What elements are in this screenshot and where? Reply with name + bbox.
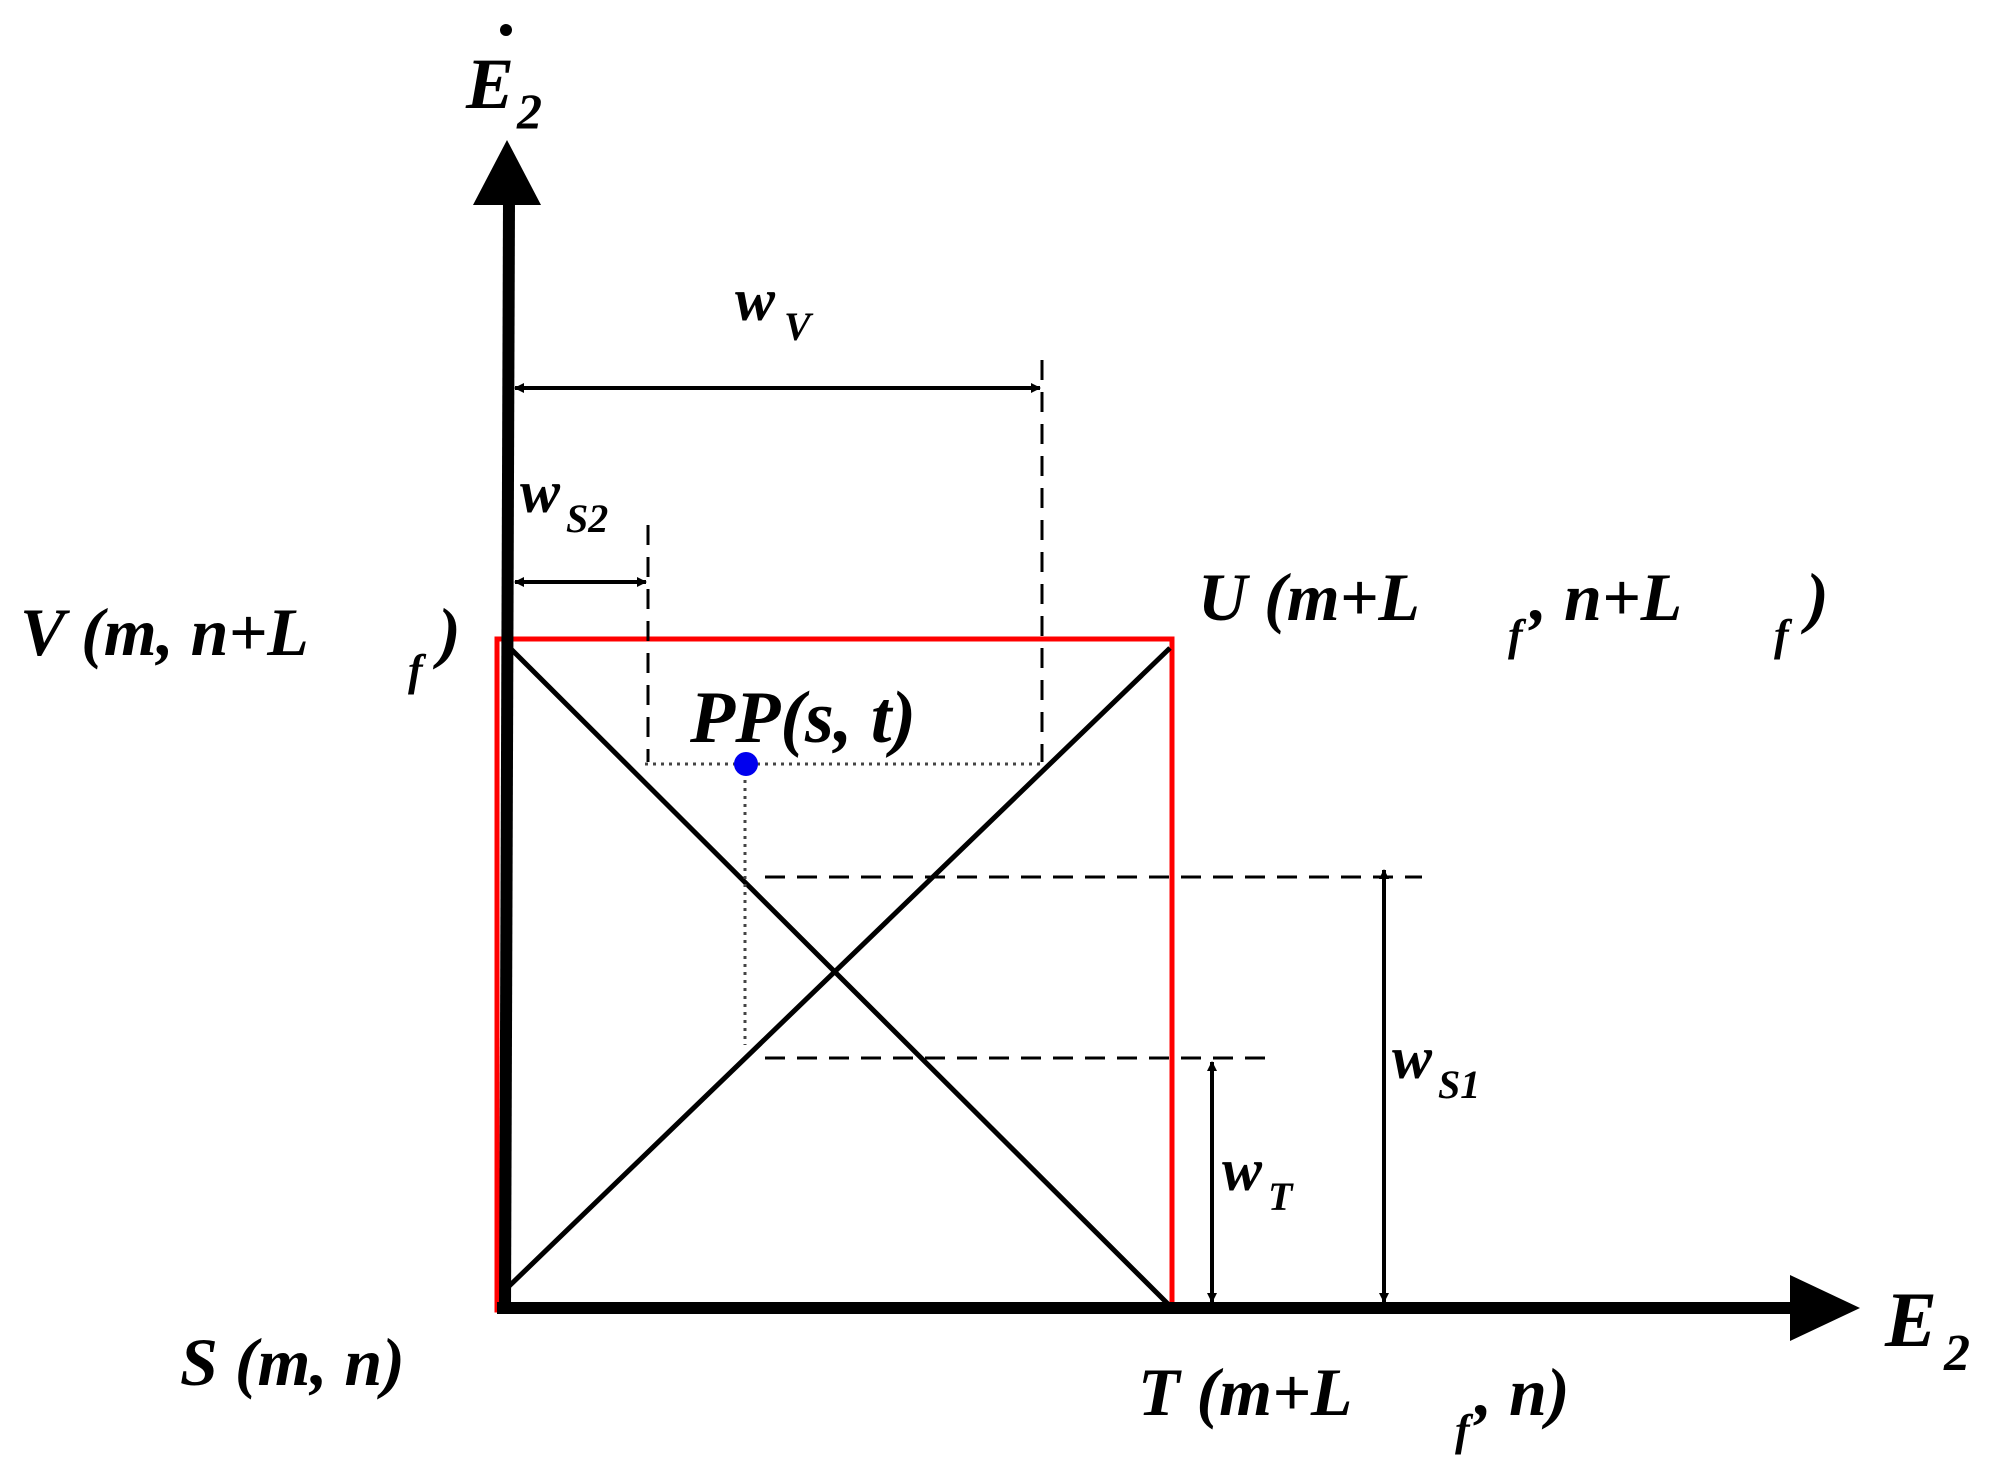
svg-text:w: w	[520, 459, 561, 525]
svg-text:f: f	[408, 646, 427, 695]
svg-text:): )	[432, 594, 461, 670]
svg-text:f: f	[1508, 611, 1527, 660]
w-s2-label: w S2	[520, 459, 608, 541]
y-axis-label: E 2	[465, 24, 542, 139]
w-v-label: w V	[735, 267, 814, 349]
svg-text:2: 2	[516, 83, 542, 139]
svg-text:f: f	[1774, 611, 1793, 660]
corner-label-u: U (m+L f , n+L f )	[1198, 559, 1829, 660]
corner-label-s: S (m, n)	[180, 1324, 405, 1400]
w-s1-label: w S1	[1392, 1025, 1480, 1107]
svg-text:): )	[1800, 559, 1829, 635]
svg-text:T: T	[1268, 1174, 1294, 1219]
svg-text:S1: S1	[1438, 1062, 1480, 1107]
svg-text:T (m+L: T (m+L	[1138, 1354, 1352, 1430]
y-axis-arrowhead	[473, 140, 541, 205]
svg-text:S2: S2	[566, 496, 608, 541]
point-pp	[734, 752, 758, 776]
svg-text:w: w	[1222, 1137, 1263, 1203]
corner-label-t: T (m+L f , n)	[1138, 1354, 1569, 1455]
svg-text:, n+L: , n+L	[1528, 559, 1682, 635]
corner-label-v: V (m, n+L f )	[20, 594, 461, 695]
svg-text:2: 2	[1943, 1325, 1970, 1382]
svg-text:V: V	[784, 304, 814, 349]
svg-text:E: E	[1884, 1276, 1937, 1363]
svg-text:w: w	[1392, 1025, 1433, 1091]
svg-text:S (m, n): S (m, n)	[180, 1324, 405, 1400]
x-axis-arrowhead	[1790, 1275, 1860, 1341]
y-axis-line	[499, 199, 515, 1313]
svg-text:, n): , n)	[1473, 1354, 1569, 1430]
w-t-label: w T	[1222, 1137, 1294, 1219]
svg-text:w: w	[735, 267, 776, 333]
diagonal-s-to-u	[501, 646, 1172, 1294]
svg-text:f: f	[1455, 1406, 1474, 1455]
dot-accent	[500, 24, 512, 36]
x-axis-label: E 2	[1884, 1276, 1970, 1382]
svg-text:U (m+L: U (m+L	[1198, 559, 1420, 635]
svg-text:E: E	[465, 44, 514, 124]
svg-text:V (m, n+L: V (m, n+L	[20, 594, 309, 670]
pp-label: PP(s, t)	[689, 677, 916, 759]
diagonal-v-to-t	[501, 639, 1174, 1310]
